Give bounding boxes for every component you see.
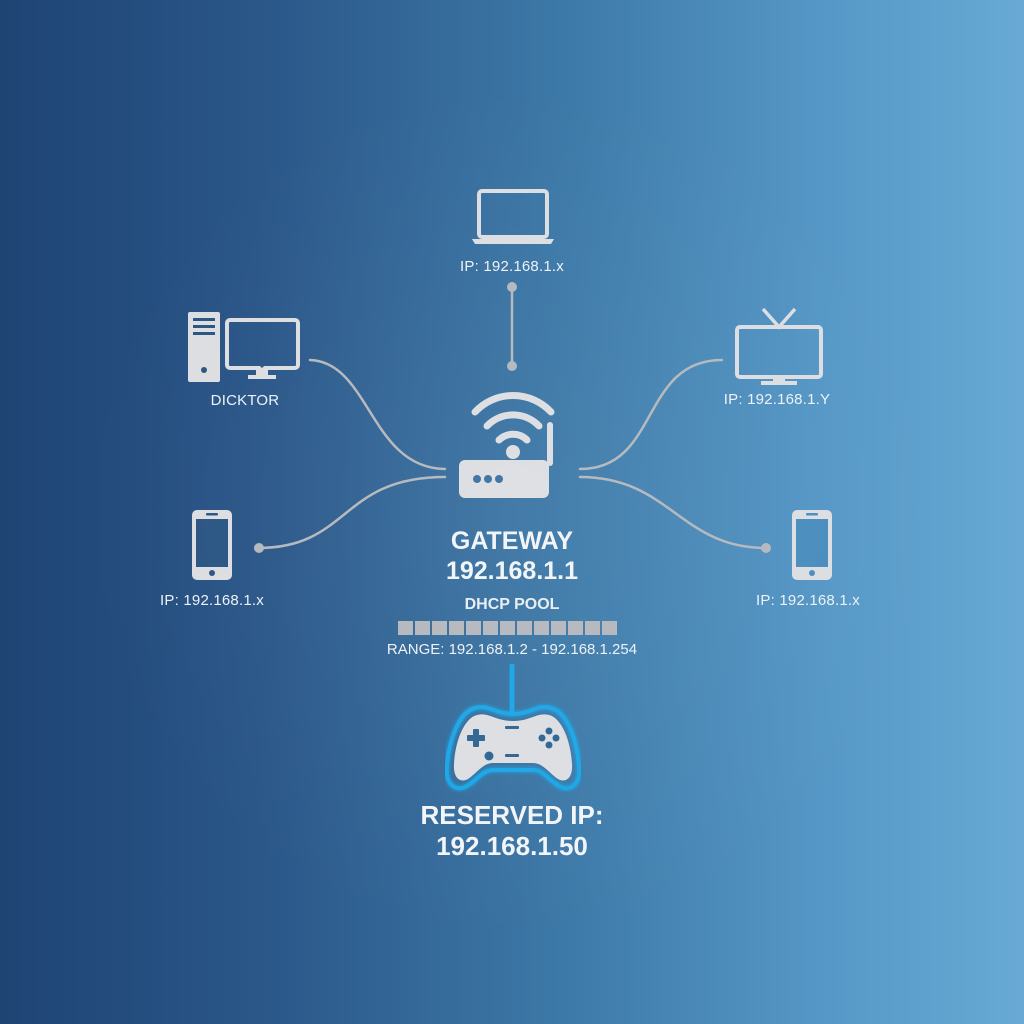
- pool-cell: [517, 621, 532, 635]
- reserved-ip-block: RESERVED IP: 192.168.1.50: [420, 800, 603, 862]
- game-controller-icon: [445, 705, 581, 791]
- connector-dot: [254, 543, 264, 553]
- reserved-ip-label: RESERVED IP:: [420, 800, 604, 830]
- gateway-ip: 192.168.1.1: [445, 557, 579, 585]
- desktop-label: DICKTOR: [210, 392, 280, 409]
- pool-cell: [568, 621, 583, 635]
- pool-cell: [466, 621, 481, 635]
- laptop-ip-label: IP: 192.168.1.x: [460, 258, 564, 275]
- pool-cell: [432, 621, 447, 635]
- laptop-icon: [472, 189, 554, 244]
- connector-dot: [507, 361, 517, 371]
- pool-cell: [449, 621, 464, 635]
- smartphone-icon-right: [792, 510, 832, 580]
- phone-left-ip-label: IP: 192.168.1.x: [160, 592, 264, 609]
- pool-cell: [398, 621, 413, 635]
- connector-dot: [761, 543, 771, 553]
- tv-ip-label: IP: 192.168.1.Y: [723, 391, 831, 408]
- dhcp-pool-title: DHCP POOL: [464, 596, 560, 613]
- wifi-router-icon: [459, 392, 555, 498]
- connector-dot: [507, 282, 517, 292]
- pool-cell: [483, 621, 498, 635]
- phone-left-connector: [256, 475, 447, 550]
- pool-cell: [602, 621, 617, 635]
- dhcp-range: RANGE: 192.168.1.2 - 192.168.1.254: [386, 641, 638, 658]
- smartphone-icon-left: [192, 510, 232, 580]
- pool-cell: [500, 621, 515, 635]
- tv-connector: [578, 358, 724, 471]
- pool-cell: [534, 621, 549, 635]
- tv-icon: [735, 307, 823, 385]
- reserved-ip-value: 192.168.1.50: [436, 831, 588, 861]
- pool-cell: [585, 621, 600, 635]
- pool-cell: [551, 621, 566, 635]
- desktop-connector: [308, 358, 447, 471]
- dhcp-pool-bar: [398, 621, 617, 635]
- desktop-computer-icon: [188, 312, 300, 382]
- pool-cell: [415, 621, 430, 635]
- phone-right-connector: [578, 475, 768, 550]
- gateway-label: GATEWAY: [450, 527, 574, 555]
- phone-right-ip-label: IP: 192.168.1.x: [756, 592, 860, 609]
- gateway-title: GATEWAY 192.168.1.1: [446, 526, 578, 586]
